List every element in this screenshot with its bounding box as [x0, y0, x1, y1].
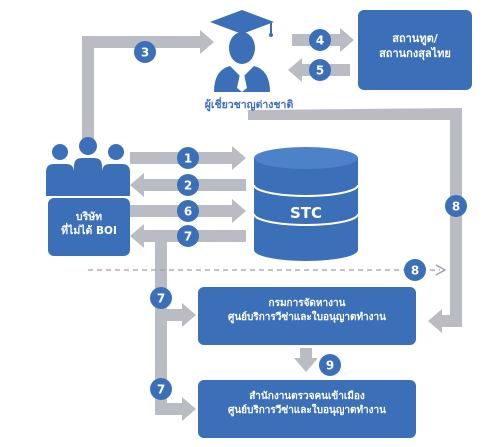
embassy-line1: สถานทูต/	[392, 32, 438, 45]
company-people-icon	[46, 137, 130, 196]
arrow-step-8-route	[248, 108, 462, 333]
stc-label: STC	[289, 204, 323, 222]
step-number: 1	[184, 152, 192, 166]
step-marker-9: 9	[319, 354, 341, 376]
embassy-line2: สถานกงสุลไทย	[379, 46, 451, 60]
step-marker-8a: 8	[445, 195, 467, 217]
step-number: 5	[316, 64, 324, 78]
step-number: 4	[316, 34, 324, 48]
step-marker-4: 4	[309, 29, 331, 51]
embassy-box	[358, 10, 472, 90]
step-marker-3: 3	[134, 41, 156, 63]
expert-tie-icon	[237, 68, 247, 92]
doe-label: กรมการจัดหางาน ศูนย์บริการวีซ่าและใบอนุญ…	[198, 297, 416, 324]
step-marker-6: 6	[177, 200, 199, 222]
step-number: 7	[157, 292, 165, 306]
stc-database-icon	[253, 147, 359, 261]
step-marker-7c: 7	[150, 378, 172, 400]
step-number: 8	[411, 264, 419, 278]
doe-box	[198, 287, 416, 345]
step-marker-7a: 7	[177, 225, 199, 247]
step-marker-5: 5	[309, 59, 331, 81]
expert-graduate-icon	[210, 10, 274, 92]
doe-line1: กรมการจัดหางาน	[268, 298, 346, 309]
embassy-label: สถานทูต/ สถานกงสุลไทย	[358, 32, 472, 62]
step-number: 3	[141, 46, 149, 60]
immigration-label: สำนักงานตรวจคนเข้าเมือง ศูนย์บริการวีซ่า…	[198, 390, 416, 417]
step-number: 9	[326, 359, 334, 373]
arrow-step-7-branch	[155, 242, 196, 421]
arrow-step-9	[294, 348, 318, 372]
company-box	[48, 198, 130, 256]
step-marker-7b: 7	[150, 287, 172, 309]
arrows	[82, 28, 462, 421]
doe-line2: ศูนย์บริการวีซ่าและใบอนุญาตทำงาน	[227, 311, 386, 323]
step-marker-2: 2	[177, 174, 199, 196]
step-marker-8b: 8	[404, 259, 426, 281]
company-line1: บริษัท	[75, 211, 103, 223]
immigration-line1: สำนักงานตรวจคนเข้าเมือง	[249, 391, 365, 402]
company-label: บริษัท ที่ไม่ได้ BOI	[48, 210, 130, 238]
dashed-arrowhead	[435, 264, 447, 276]
step-number: 7	[157, 383, 165, 397]
company-line2: ที่ไม่ได้ BOI	[61, 225, 117, 238]
immigration-line2: ศูนย์บริการวีซ่าและใบอนุญาตทำงาน	[227, 404, 386, 416]
immigration-box	[198, 380, 416, 438]
arrow-step-3	[82, 30, 214, 148]
step-number: 6	[184, 205, 192, 219]
expert-label: ผู้เชี่ยวชาญต่างชาติ	[204, 99, 294, 111]
step-number: 2	[184, 179, 192, 193]
step-number: 8	[452, 200, 460, 214]
step-marker-1: 1	[177, 147, 199, 169]
step-number: 7	[184, 230, 192, 244]
